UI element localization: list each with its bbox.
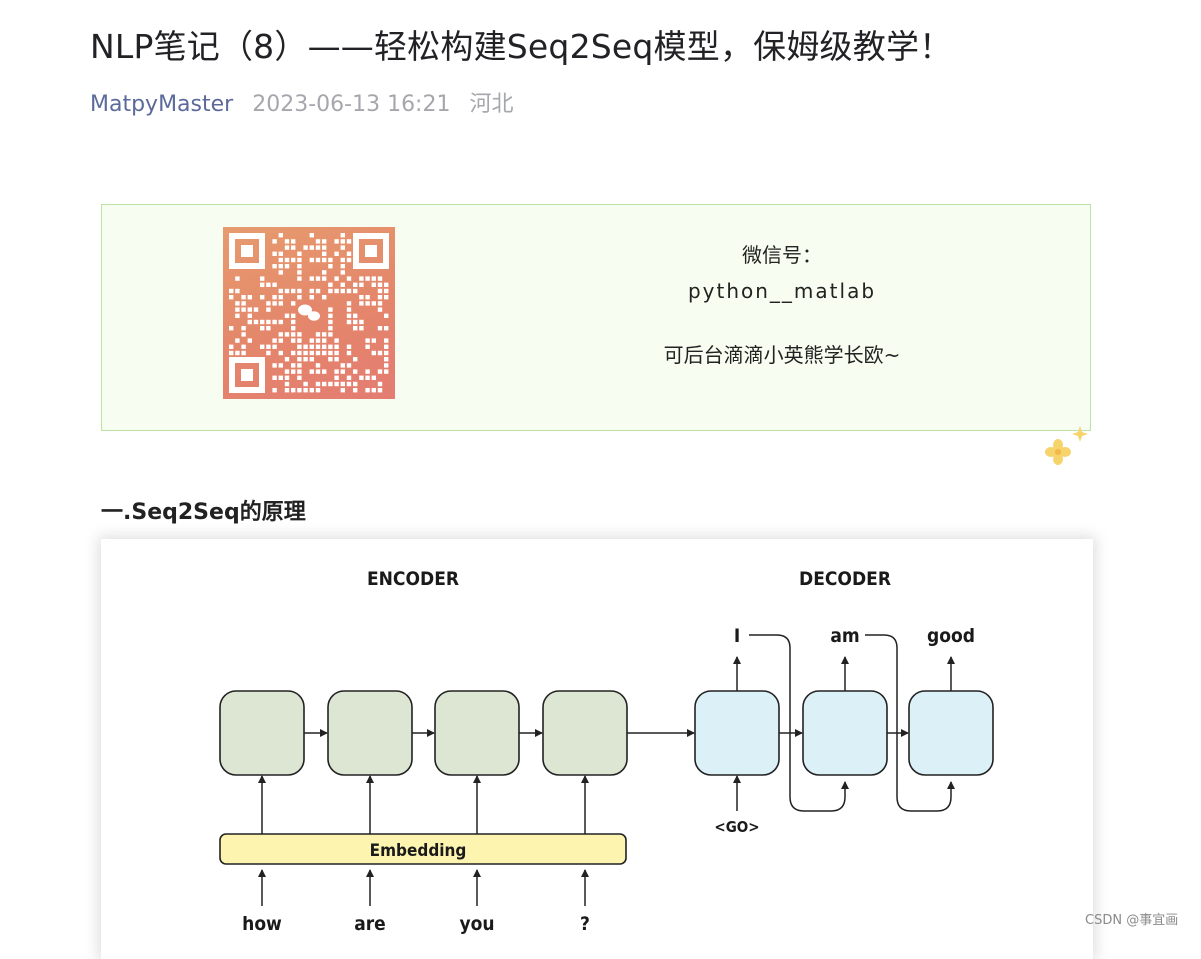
wechat-contact-card: 微信号： python__matlab 可后台滴滴小英熊学长欧~ xyxy=(101,204,1091,431)
input-token: ? xyxy=(580,913,590,935)
encoder-cell xyxy=(327,690,413,776)
csdn-watermark: CSDN @事宜画 xyxy=(1085,913,1179,928)
wechat-label: 微信号： xyxy=(742,243,822,267)
encoder-cell xyxy=(219,690,305,776)
wechat-note: 可后台滴滴小英熊学长欧~ xyxy=(663,343,901,367)
input-token: how xyxy=(242,913,282,935)
encoder-label: ENCODER xyxy=(367,568,459,590)
wechat-account: python__matlab xyxy=(687,279,877,303)
go-token: <GO> xyxy=(714,818,759,836)
output-token: good xyxy=(927,625,975,647)
seq2seq-diagram: ENCODER DECODER Embedding xyxy=(101,539,1093,959)
article-title: NLP笔记（8）——轻松构建Seq2Seq模型，保姆级教学！ xyxy=(90,27,953,66)
article-meta: MatpyMaster 2023-06-13 16:21 河北 xyxy=(90,86,513,118)
section-heading: 一.Seq2Seq的原理 xyxy=(101,500,306,525)
decoder-cell xyxy=(802,690,888,776)
author-link[interactable]: MatpyMaster xyxy=(90,92,234,117)
flower-decoration-icon xyxy=(1045,426,1088,465)
input-token: are xyxy=(354,913,386,935)
embedding-label: Embedding xyxy=(370,841,467,861)
location: 河北 xyxy=(469,92,514,117)
encoder-cell xyxy=(542,690,628,776)
decoder-cell xyxy=(908,690,994,776)
embedding-layer xyxy=(219,833,627,865)
encoder-cell xyxy=(434,690,520,776)
publish-time: 2023-06-13 16:21 xyxy=(252,92,451,117)
wechat-info: 微信号： python__matlab 可后台滴滴小英熊学长欧~ xyxy=(542,245,1022,365)
output-token: I xyxy=(734,625,740,647)
input-token: you xyxy=(459,913,494,935)
decoder-label: DECODER xyxy=(799,568,891,590)
output-token: am xyxy=(830,625,859,647)
qr-code-icon xyxy=(223,227,395,399)
decoder-cell xyxy=(694,690,780,776)
